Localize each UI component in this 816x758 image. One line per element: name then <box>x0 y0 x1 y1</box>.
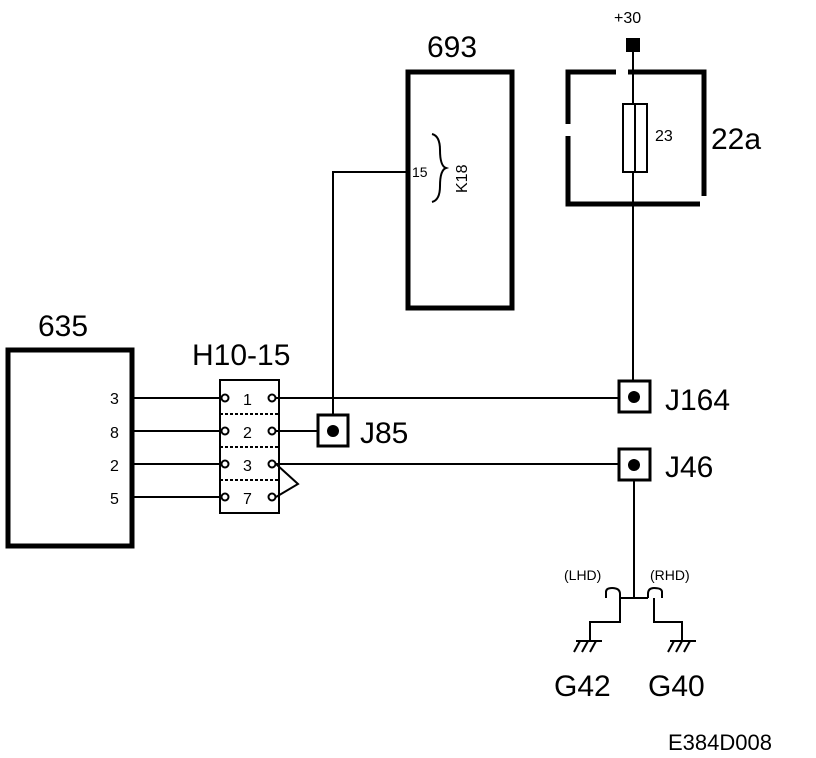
c693-pin-15: 15 <box>412 164 428 180</box>
ground-rhd-label: (RHD) <box>650 567 690 583</box>
c693-connector-brace <box>431 133 450 203</box>
component-693-label: 693 <box>427 31 477 64</box>
ground-g42-icon <box>573 640 602 653</box>
h10-pin-circle <box>220 492 230 502</box>
c635-pin-5: 5 <box>110 491 119 508</box>
h10-bridge <box>275 463 300 498</box>
h10-pin-1: 1 <box>243 392 252 409</box>
ground-g40-label: G40 <box>648 670 705 703</box>
diagram-id: E384D008 <box>668 730 772 755</box>
h10-pin-circle <box>267 492 277 502</box>
wire-to-g40 <box>653 598 683 640</box>
c693-connector-k18: K18 <box>454 164 471 193</box>
c635-pin-2: 2 <box>110 458 119 475</box>
connector-h10-label: H10-15 <box>192 339 290 372</box>
h10-pin-circle <box>220 426 230 436</box>
c635-pin-8: 8 <box>110 425 119 442</box>
component-635-box <box>5 347 135 549</box>
ground-g40-icon <box>667 640 696 653</box>
junction-j85-label: J85 <box>360 417 408 450</box>
h10-pin-circle <box>267 426 277 436</box>
junction-j85-dot <box>327 425 339 437</box>
junction-j46-dot <box>628 459 640 471</box>
h10-pin-7: 7 <box>243 491 252 508</box>
ground-g42-label: G42 <box>554 670 611 703</box>
junction-j164-label: J164 <box>665 384 730 417</box>
power-terminal <box>626 38 640 52</box>
c635-pin-3: 3 <box>110 391 119 408</box>
junction-j46-label: J46 <box>665 451 713 484</box>
h10-pin-circle <box>267 459 277 469</box>
wire-to-g42 <box>589 598 621 640</box>
component-693-box <box>405 69 515 311</box>
h10-pin-circle <box>267 393 277 403</box>
junction-j85 <box>316 413 350 448</box>
component-22a-box <box>565 69 707 207</box>
component-22a-label: 22a <box>711 123 761 156</box>
h10-pin-circle <box>220 393 230 403</box>
ground-option-brace <box>605 586 663 598</box>
h10-pin-2: 2 <box>243 425 252 442</box>
fuse-23-label: 23 <box>655 128 673 145</box>
h10-pin-circle <box>220 459 230 469</box>
wire-j85-693 <box>332 171 406 416</box>
component-635-label: 635 <box>38 310 88 343</box>
junction-j164-dot <box>628 391 640 403</box>
power-label: +30 <box>614 10 641 27</box>
h10-pin-3: 3 <box>243 458 252 475</box>
ground-lhd-label: (LHD) <box>564 567 601 583</box>
